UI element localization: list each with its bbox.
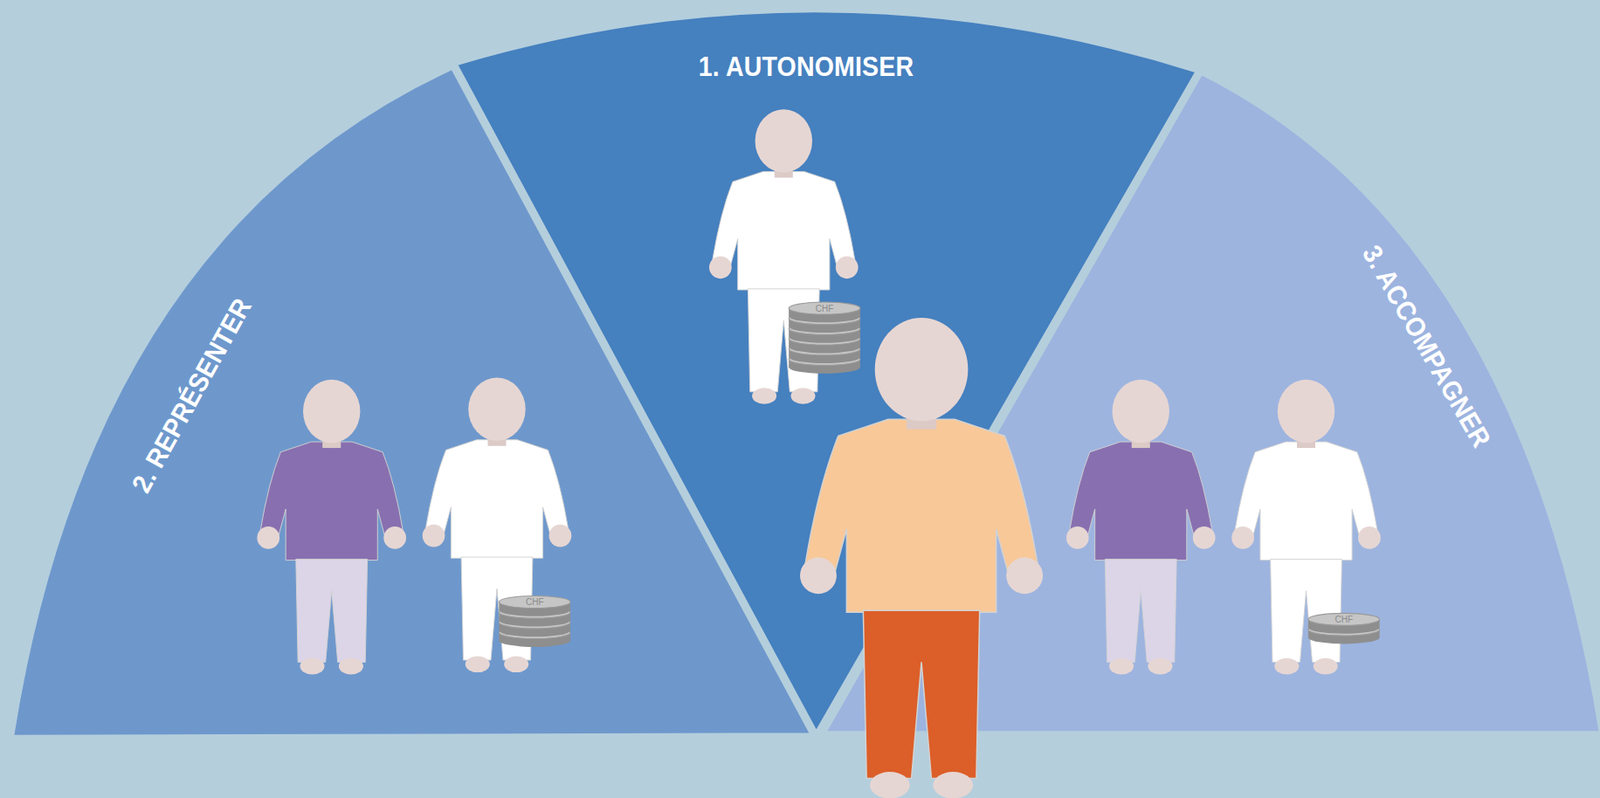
coin-stack <box>1308 613 1380 644</box>
sector-fill <box>824 73 1600 733</box>
sector-title: 1. AUTONOMISER <box>698 51 915 83</box>
person-figure <box>709 109 859 405</box>
sector-band: 2. REPRÉSENTER <box>10 61 817 740</box>
sector-fill <box>12 68 812 737</box>
person-figure <box>1066 379 1216 676</box>
sector-band: 3. ACCOMPAGNER <box>821 66 1600 738</box>
coin-stack <box>788 302 861 374</box>
coin-currency: CHF <box>525 597 545 607</box>
coin-currency: CHF <box>815 303 835 313</box>
coin-stack <box>498 595 571 647</box>
central-person-figure <box>800 317 1043 798</box>
coin-currency: CHF <box>1334 614 1353 625</box>
sector-shape <box>10 61 817 740</box>
person-figure <box>256 379 407 676</box>
person-figure <box>1231 379 1381 676</box>
person-figure <box>422 377 573 673</box>
sector-shape <box>821 66 1600 738</box>
